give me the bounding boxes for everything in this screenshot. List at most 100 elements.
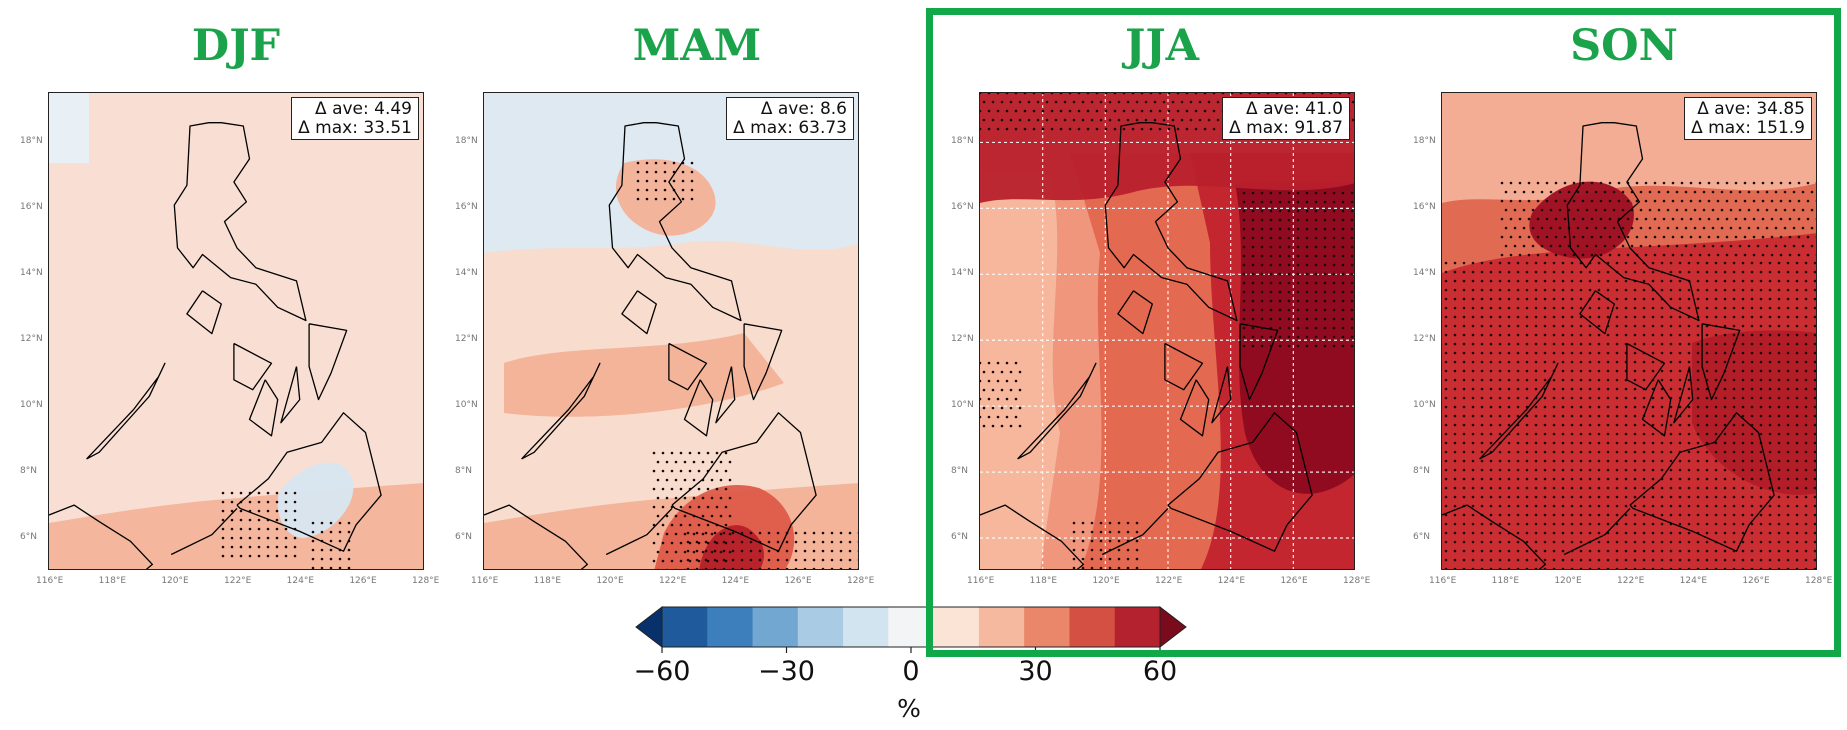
anomaly-region-mindanao <box>277 462 354 538</box>
lon-tick-label: 120°E <box>161 576 189 586</box>
lat-tick-label: 14°N <box>951 268 974 279</box>
lon-tick-label: 128°E <box>847 576 875 586</box>
lat-tick-label: 10°N <box>455 400 478 411</box>
lon-tick-label: 116°E <box>967 576 995 586</box>
colorbar-segment <box>888 607 935 647</box>
coastline <box>1442 122 1775 569</box>
lon-tick-label: 120°E <box>596 576 624 586</box>
delta-ave: Δ ave: 34.85 <box>1697 99 1805 119</box>
colorbar-segment <box>933 607 980 647</box>
lat-tick-label: 10°N <box>951 400 974 411</box>
colorbar-segment <box>843 607 889 647</box>
lon-tick-label: 122°E <box>659 576 687 586</box>
lon-tick-label: 128°E <box>412 576 440 586</box>
season-title-djf: DJF <box>191 21 281 71</box>
anomaly-region-nw-corner <box>49 93 89 163</box>
lon-tick-label: 126°E <box>784 576 812 586</box>
lon-tick-label: 122°E <box>224 576 252 586</box>
season-title-jja: JJA <box>1124 21 1200 71</box>
lat-tick-label: 8°N <box>951 466 968 477</box>
map-canvas <box>1442 93 1816 569</box>
delta-max: Δ max: 33.51 <box>298 118 412 138</box>
significance-stippling <box>221 491 351 569</box>
coastline <box>484 122 817 569</box>
colorbar-segment <box>1024 607 1070 647</box>
lat-tick-label: 16°N <box>1413 202 1436 213</box>
lat-tick-label: 12°N <box>1413 334 1436 345</box>
lon-tick-label: 118°E <box>533 576 562 586</box>
lon-tick-label: 118°E <box>1029 576 1058 586</box>
lon-tick-label: 122°E <box>1155 576 1183 586</box>
anomaly-region-luzon-patches <box>504 159 784 417</box>
lat-tick-label: 16°N <box>951 202 974 213</box>
lon-tick-label: 128°E <box>1343 576 1371 586</box>
colorbar-tick-label: 0 <box>902 656 920 687</box>
colorbar-tick-label: 60 <box>1142 656 1178 687</box>
lat-tick-label: 6°N <box>20 532 37 543</box>
lon-tick-label: 126°E <box>349 576 377 586</box>
colorbar-segment <box>797 607 844 647</box>
lon-tick-label: 126°E <box>1280 576 1308 586</box>
colorbar-segment <box>707 607 754 647</box>
map-canvas <box>49 93 423 569</box>
lat-tick-label: 14°N <box>1413 268 1436 279</box>
colorbar-tick-label: 30 <box>1018 656 1053 687</box>
delta-max: Δ max: 63.73 <box>733 118 847 138</box>
delta-ave: Δ ave: 4.49 <box>315 99 412 119</box>
colorbar-extend-low <box>635 605 663 649</box>
delta-ave: Δ ave: 41.0 <box>1246 99 1343 119</box>
colorbar-tick-label: −30 <box>758 656 815 687</box>
lon-tick-label: 124°E <box>1217 576 1246 586</box>
lat-tick-label: 12°N <box>951 334 974 345</box>
gridlines <box>980 93 1354 569</box>
lon-tick-label: 116°E <box>1429 576 1457 586</box>
lat-tick-label: 18°N <box>1413 136 1436 147</box>
lon-tick-label: 124°E <box>721 576 750 586</box>
lat-tick-label: 8°N <box>20 466 37 477</box>
lat-tick-label: 14°N <box>20 268 43 279</box>
lat-tick-label: 12°N <box>455 334 478 345</box>
lat-tick-label: 16°N <box>455 202 478 213</box>
lon-tick-label: 122°E <box>1617 576 1645 586</box>
lat-tick-label: 14°N <box>455 268 478 279</box>
colorbar-segment <box>1114 607 1161 647</box>
lat-tick-label: 6°N <box>455 532 472 543</box>
lon-tick-label: 118°E <box>1491 576 1520 586</box>
lon-tick-label: 126°E <box>1742 576 1770 586</box>
lon-tick-label: 116°E <box>36 576 64 586</box>
significance-stippling <box>980 93 1354 569</box>
colorbar-segment <box>752 607 799 647</box>
lon-tick-label: 128°E <box>1805 576 1833 586</box>
lat-tick-label: 8°N <box>1413 466 1430 477</box>
lat-tick-label: 10°N <box>1413 400 1436 411</box>
lat-tick-label: 18°N <box>951 136 974 147</box>
lat-tick-label: 18°N <box>455 136 478 147</box>
anomaly-region-south-core <box>699 525 764 569</box>
colorbar-segment <box>662 607 708 647</box>
lat-tick-label: 6°N <box>951 532 968 543</box>
delta-max: Δ max: 151.9 <box>1691 118 1805 138</box>
lon-tick-label: 116°E <box>471 576 499 586</box>
anomaly-region-east-patch <box>1692 330 1816 495</box>
season-title-mam: MAM <box>632 21 762 71</box>
lon-tick-label: 124°E <box>1679 576 1708 586</box>
lon-tick-label: 124°E <box>286 576 315 586</box>
lat-tick-label: 12°N <box>20 334 43 345</box>
map-canvas <box>980 93 1354 569</box>
lon-tick-label: 120°E <box>1554 576 1582 586</box>
coastline <box>49 122 382 569</box>
colorbar-segment <box>978 607 1025 647</box>
delta-max: Δ max: 91.87 <box>1229 118 1343 138</box>
colorbar-tick-label: −60 <box>633 656 691 687</box>
lon-tick-label: 120°E <box>1092 576 1120 586</box>
lat-tick-label: 6°N <box>1413 532 1430 543</box>
colorbar-unit-label: % <box>897 694 921 723</box>
